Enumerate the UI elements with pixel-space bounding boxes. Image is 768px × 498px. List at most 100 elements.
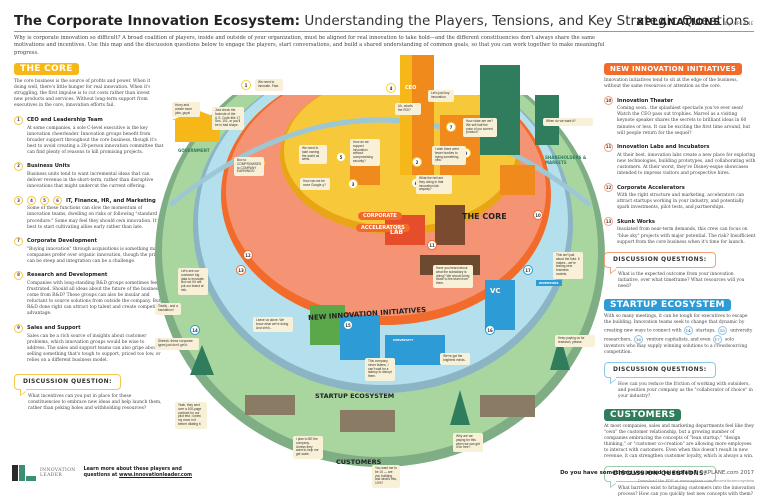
customers-intro: At most companies, sales and marketing d… — [604, 424, 755, 460]
marker-2: 2 — [412, 157, 422, 167]
startup-header: STARTUP ECOSYSTEM — [604, 299, 731, 312]
item-description: At some companies, a sole C-level execut… — [27, 125, 164, 155]
ecosystem-illustration: GOVERNMENT SHAREHOLDERS & MARKETS THE CO… — [150, 39, 605, 488]
discussion-text: What incentives can you put in place for… — [28, 394, 162, 412]
startup-intro-text: university researchers, — [604, 328, 753, 343]
core-intro: The core business is the source of profi… — [14, 79, 156, 109]
corporate-accelerators-label: CORPORATE — [358, 212, 402, 220]
speech-bubble: This company never listens. I can't wait… — [365, 358, 395, 381]
discussion-label: DISCUSSION QUESTIONS: — [604, 251, 716, 268]
ring-customers-label: CUSTOMERS — [336, 458, 382, 466]
initiatives-header: NEW INNOVATION INITIATIVES — [604, 63, 743, 76]
item-title-text: Innovation Theater — [617, 97, 673, 104]
speech-bubble: How can we be more Google-y? — [300, 178, 330, 190]
speech-bubble: Sheesh, these corporate types just don't… — [155, 338, 199, 350]
download-link[interactable]: Download the PDF at www.xplane.com/innov… — [637, 478, 754, 483]
speech-bubble: How do we support innovation without com… — [350, 139, 380, 166]
speech-bubble: Let's see our customer big data to innov… — [178, 268, 208, 295]
marker-17: 17 — [523, 265, 533, 275]
number-badge-icon: 4 — [27, 196, 36, 206]
startup-intro-text: startups, — [696, 328, 716, 334]
speech-bubble: When do we want it? — [543, 118, 593, 126]
number-badge-icon: 14 — [683, 326, 693, 336]
speech-bubble: Just check the footnote of the U.S. Code… — [212, 107, 244, 130]
explain-text: Do you have something you need to explai… — [560, 470, 697, 476]
speech-bubble: We need to start owning the world as wel… — [299, 145, 327, 165]
intro-text: Why is corporate innovation so difficult… — [14, 35, 605, 56]
item-description: Business units tend to want incremental … — [27, 172, 154, 190]
item-title-text: Innovation Labs and Incubators — [617, 144, 710, 151]
speech-bubble: Have you heard about what the subsidiary… — [433, 265, 473, 288]
item-title-text: IT, Finance, HR, and Marketing — [66, 197, 156, 204]
startup-intro-text: solo inventors who may supply winning so… — [604, 337, 748, 356]
discussion-label: DISCUSSION QUESTIONS: — [604, 361, 716, 378]
speech-bubble: We need to innovate. Fast. — [255, 79, 283, 91]
item-description: Insulated from near-term demands, this c… — [617, 227, 756, 245]
startup-intro-text: venture capitalists, and even — [646, 337, 711, 343]
speech-bubble: I wish there were fewer hurdles to tryin… — [432, 146, 466, 166]
marker-14: 14 — [190, 325, 200, 335]
number-badge-icon: 8 — [14, 270, 23, 280]
marker-11: 11 — [427, 240, 437, 250]
accelerators-label: ACCELERATORS — [356, 224, 410, 232]
number-badge-icon: 11 — [604, 142, 613, 152]
discussion-label: DISCUSSION QUESTION: — [14, 374, 121, 391]
number-badge-icon: 7 — [14, 236, 23, 246]
the-core-label: THE CORE — [462, 212, 507, 221]
right-column: NEW INNOVATION INITIATIVES Innovation in… — [604, 63, 756, 498]
ceo-label: CEO — [405, 85, 417, 91]
startup-intro-text: With so many meetings, it can be tough f… — [604, 314, 748, 334]
speech-bubble: Hurry and create more jobs, guys! — [172, 102, 200, 118]
number-badge-icon: 10 — [604, 96, 613, 106]
inventors-label: INVENTORS — [536, 280, 562, 286]
speech-bubble: I plan to BE the company. Unless they wa… — [293, 436, 323, 459]
speech-bubble: Yeah, they sent over a 100-page contract… — [175, 402, 207, 429]
marker-16: 16 — [485, 325, 495, 335]
marker-3: 3 — [348, 179, 358, 189]
list-item: 7 Corporate Development"Buying innovation… — [14, 236, 164, 265]
lab-label: LAB — [390, 229, 404, 236]
vc-label: VC — [490, 287, 501, 295]
item-description: "Buying innovation" through acquisitions… — [27, 246, 162, 264]
discussion-text: How can you reduce the friction of worki… — [618, 381, 753, 399]
speech-bubble: Why are we paying for this when we can g… — [453, 433, 483, 453]
speech-bubble: What the hell are they doing in that inn… — [416, 175, 452, 195]
speech-bubble: Uh, what's the ROI? — [395, 103, 421, 115]
marker-13: 13 — [236, 265, 246, 275]
startup-discussion: DISCUSSION QUESTIONS: How can you reduce… — [604, 361, 756, 400]
number-badge-icon: 2 — [14, 162, 23, 172]
speech-bubble: How close are we? We sell half the price… — [463, 118, 497, 138]
copyright: ©XPLANE.com 2017 — [698, 470, 754, 476]
discussion-text: What barriers exist to bringing customer… — [618, 485, 756, 497]
customers-discussion: DISCUSSION QUESTIONS: What barriers exis… — [604, 465, 756, 498]
marker-4: 4 — [386, 83, 396, 93]
innovation-leader-link[interactable]: www.innovationleader.com — [118, 473, 193, 478]
item-title-text: Corporate Development — [27, 238, 97, 245]
core-discussion: DISCUSSION QUESTION: What incentives can… — [14, 374, 164, 412]
core-header: THE CORE — [14, 63, 79, 76]
discussion-label: DISCUSSION QUESTIONS: — [604, 465, 716, 482]
item-description: Some of these functions can slow the mom… — [27, 206, 160, 230]
number-badge-icon: 1 — [14, 115, 23, 125]
page-title: The Corporate Innovation Ecosystem: Unde… — [14, 13, 750, 29]
speech-bubble: We've got the brightest minds. — [440, 353, 470, 365]
number-badge-icon: 16 — [633, 335, 643, 345]
initiatives-intro: Innovation initiatives tend to sit at th… — [604, 78, 738, 90]
item-title: 10 Innovation Theater — [604, 96, 756, 106]
government-label: GOVERNMENT — [178, 148, 210, 153]
speech-bubble: But no COMPROMISES to COMPANY EARNINGS! — [234, 157, 264, 177]
speech-bubble: Totally - and a hackathon! — [155, 303, 181, 315]
